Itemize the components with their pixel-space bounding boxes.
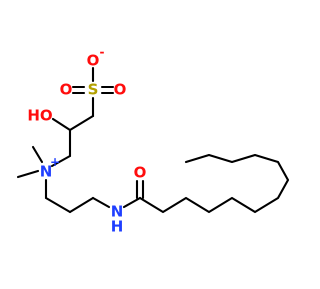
charge-plus: +: [50, 155, 60, 169]
bond-n-methyl-left: [16, 169, 40, 179]
bond-n-methyl-up: [31, 145, 44, 164]
atom-s: S: [88, 81, 99, 99]
atom-carbonyl-o: O: [134, 164, 147, 182]
atom-label-layer: O - O S O HO N + O N H: [27, 45, 146, 236]
atom-o-right: O: [114, 81, 127, 99]
molecule-structure-diagram: O - O S O HO N + O N H: [0, 0, 304, 289]
bond-chain-3: [91, 196, 111, 209]
atom-hydroxyl: HO: [27, 107, 52, 125]
bond-layer: [16, 66, 290, 214]
canvas-background: [0, 0, 304, 289]
atom-o-minus: O: [87, 52, 100, 70]
bond-ch2-n-plus: [50, 154, 72, 168]
charge-minus: -: [100, 45, 105, 59]
bond-alkyl-tail: [138, 153, 290, 214]
bond-choh-oh: [51, 117, 72, 132]
atom-n-plus: N: [40, 163, 53, 181]
atom-amide-h: H: [111, 218, 124, 236]
atom-o-left: O: [60, 81, 73, 99]
bond-chain-2: [68, 196, 95, 214]
atom-amide-n: N: [111, 203, 124, 221]
bond-ch2-choh: [68, 114, 95, 132]
bond-chain-1: [44, 196, 72, 214]
bond-nh-carbonyl: [122, 196, 142, 209]
